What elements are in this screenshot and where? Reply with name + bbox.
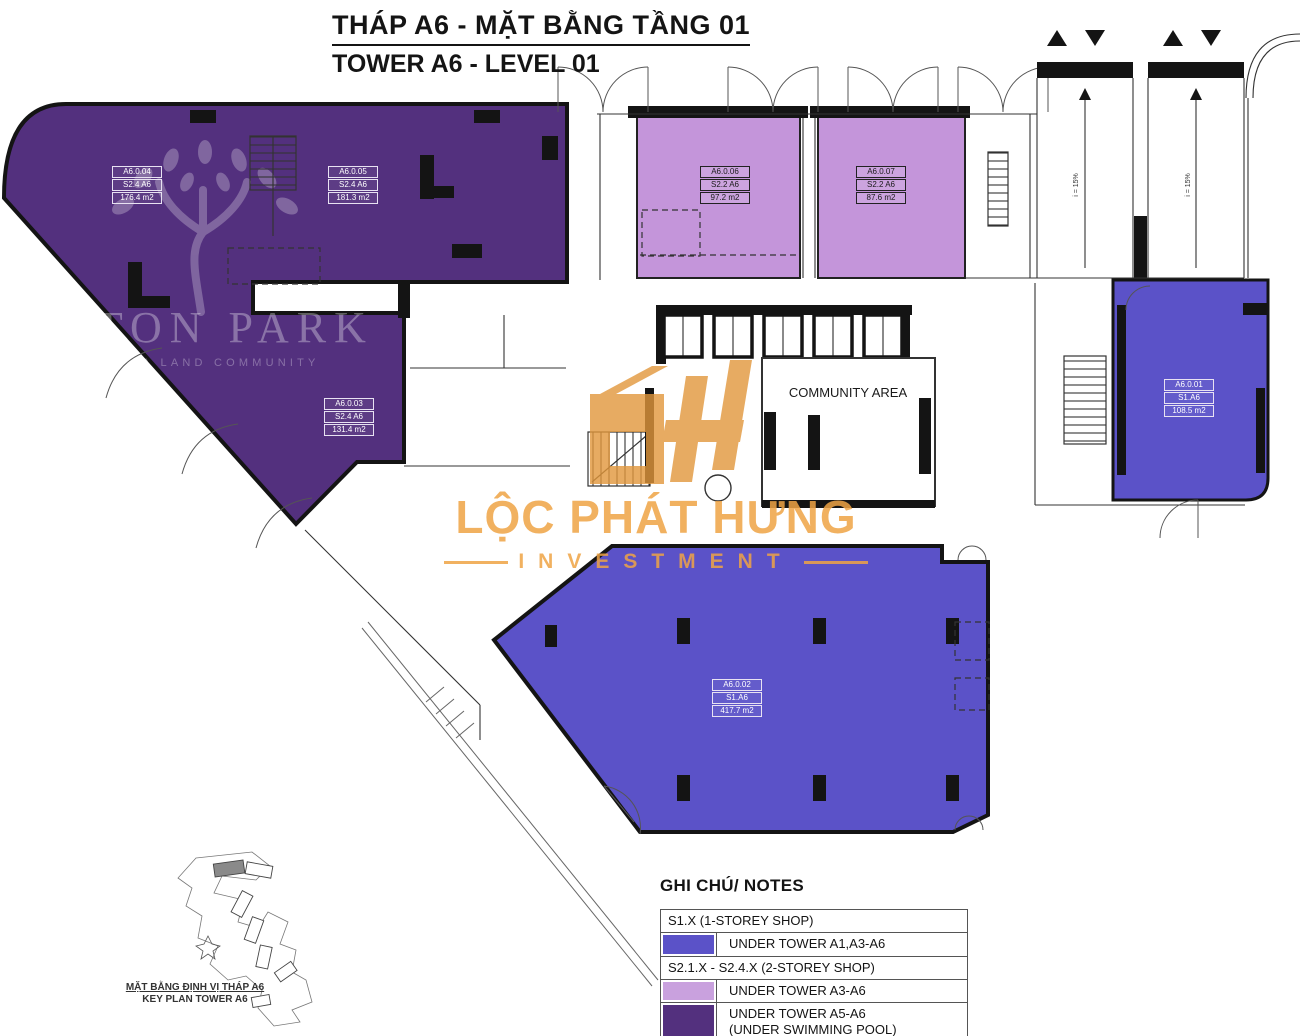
page-title-en: TOWER A6 - LEVEL 01 xyxy=(332,50,600,78)
core-and-walls xyxy=(105,66,1268,987)
legend-table: S1.X (1-STOREY SHOP) UNDER TOWER A1,A3-A… xyxy=(660,909,968,1036)
investor-subtitle: INVESTMENT xyxy=(518,550,794,573)
legend-row-label: UNDER TOWER A5-A6 (UNDER SWIMMING POOL) xyxy=(729,1006,897,1036)
unit-type: S1.A6 xyxy=(1164,392,1214,404)
sidewalk-edge xyxy=(361,621,659,987)
legend-row-label: S2.1.X - S2.4.X (2-STOREY SHOP) xyxy=(668,959,875,975)
unit-label-a6-0-04: A6.0.04 S2.4 A6 176.4 m2 xyxy=(112,166,162,205)
unit-id: A6.0.06 xyxy=(700,166,750,178)
parking-ramps: i = 15% i = 15% xyxy=(1036,30,1300,279)
legend-swatch-light-purple xyxy=(663,981,714,1000)
unit-area: 181.3 m2 xyxy=(328,192,378,204)
door-swings xyxy=(105,66,1199,835)
tree-icon xyxy=(112,140,298,316)
unit-area: 417.7 m2 xyxy=(712,705,762,717)
legend-swatch-blue xyxy=(663,935,714,954)
unit-label-a6-0-05: A6.0.05 S2.4 A6 181.3 m2 xyxy=(328,166,378,205)
legend-row-light-purple: UNDER TOWER A3-A6 xyxy=(661,978,967,1002)
key-plan-caption-vi: MẶT BẰNG ĐỊNH VỊ THÁP A6 xyxy=(125,982,265,993)
unit-area: 97.2 m2 xyxy=(700,192,750,204)
investor-name: LỘC PHÁT HƯNG xyxy=(455,491,857,543)
legend-swatch-dark-purple xyxy=(663,1005,714,1036)
unit-id: A6.0.02 xyxy=(712,679,762,691)
elevator-bank xyxy=(656,305,912,364)
key-plan-caption-en: KEY PLAN TOWER A6 xyxy=(142,994,248,1005)
ramp-arrowhead xyxy=(1079,88,1091,100)
legend-row-dark-purple: UNDER TOWER A5-A6 (UNDER SWIMMING POOL) xyxy=(661,1002,967,1036)
legend-row-label: UNDER TOWER A1,A3-A6 xyxy=(729,936,886,952)
community-area-room xyxy=(761,357,936,508)
eaton-park-tagline: GAMUDA LAND COMMUNITY xyxy=(80,357,319,369)
unit-type: S2.4 A6 xyxy=(328,179,378,191)
unit-id: A6.0.03 xyxy=(324,398,374,410)
compass-star-icon xyxy=(195,935,221,960)
investor-logo-watermark xyxy=(590,360,752,484)
eaton-park-watermark: EATON PARK GAMUDA LAND COMMUNITY xyxy=(26,140,374,369)
page-title-vi: THÁP A6 - MẶT BẰNG TẦNG 01 xyxy=(332,10,751,46)
unit-id: A6.0.04 xyxy=(112,166,162,178)
unit-label-a6-0-07: A6.0.07 S2.2 A6 87.6 m2 xyxy=(856,166,906,205)
key-plan-caption: MẶT BẰNG ĐỊNH VỊ THÁP A6 KEY PLAN TOWER … xyxy=(118,982,272,1005)
legend: GHI CHÚ/ NOTES S1.X (1-STOREY SHOP) UNDE… xyxy=(660,876,968,1036)
ramp-up-icon xyxy=(1047,30,1067,46)
unit-id: A6.0.07 xyxy=(856,166,906,178)
unit-type: S2.4 A6 xyxy=(112,179,162,191)
unit-area: 131.4 m2 xyxy=(324,424,374,436)
legend-row-s1: S1.X (1-STOREY SHOP) xyxy=(661,910,967,932)
dashed-outlines xyxy=(227,209,990,711)
region-a6002-blue xyxy=(491,544,990,834)
unit-id: A6.0.01 xyxy=(1164,379,1214,391)
unit-type: S2.4 A6 xyxy=(324,411,374,423)
region-2storey-dark-purple xyxy=(1,102,569,527)
ramp-up-icon xyxy=(1163,30,1183,46)
unit-label-a6-0-01: A6.0.01 S1.A6 108.5 m2 xyxy=(1164,379,1214,418)
unit-id: A6.0.05 xyxy=(328,166,378,178)
shop-regions xyxy=(1,102,1270,834)
legend-heading: GHI CHÚ/ NOTES xyxy=(660,876,804,895)
ramp-slope-label: i = 15% xyxy=(1073,173,1080,197)
unit-label-a6-0-06: A6.0.06 S2.2 A6 97.2 m2 xyxy=(700,166,750,205)
eaton-park-name: EATON PARK xyxy=(26,303,374,352)
legend-row-label: S1.X (1-STOREY SHOP) xyxy=(668,913,814,928)
unit-label-a6-0-02: A6.0.02 S1.A6 417.7 m2 xyxy=(712,679,762,718)
ramp-down-icon xyxy=(1085,30,1105,46)
unit-label-a6-0-03: A6.0.03 S2.4 A6 131.4 m2 xyxy=(324,398,374,437)
investor-watermark: LỘC PHÁT HƯNG INVESTMENT xyxy=(428,490,884,574)
unit-type: S2.2 A6 xyxy=(856,179,906,191)
legend-row-s2: S2.1.X - S2.4.X (2-STOREY SHOP) xyxy=(661,955,967,979)
key-plan-map xyxy=(177,851,313,1027)
ramp-down-icon xyxy=(1201,30,1221,46)
divider xyxy=(444,560,509,564)
columns xyxy=(128,110,1268,801)
unit-type: S2.2 A6 xyxy=(700,179,750,191)
region-a6006-light-purple xyxy=(636,115,801,279)
unit-area: 87.6 m2 xyxy=(856,192,906,204)
community-area-label: COMMUNITY AREA xyxy=(789,385,908,400)
unit-type: S1.A6 xyxy=(712,692,762,704)
legend-row-blue: UNDER TOWER A1,A3-A6 xyxy=(661,932,967,956)
unit-area: 176.4 m2 xyxy=(112,192,162,204)
title-block: THÁP A6 - MẶT BẰNG TẦNG 01 TOWER A6 - LE… xyxy=(332,10,751,79)
ramp-slope-label: i = 15% xyxy=(1185,173,1192,197)
key-plan-tower-a6-highlight xyxy=(212,859,246,878)
legend-row-label: UNDER TOWER A3-A6 xyxy=(729,982,866,998)
unit-area: 108.5 m2 xyxy=(1164,405,1214,417)
divider xyxy=(803,560,868,564)
fixture-circle xyxy=(704,474,732,502)
